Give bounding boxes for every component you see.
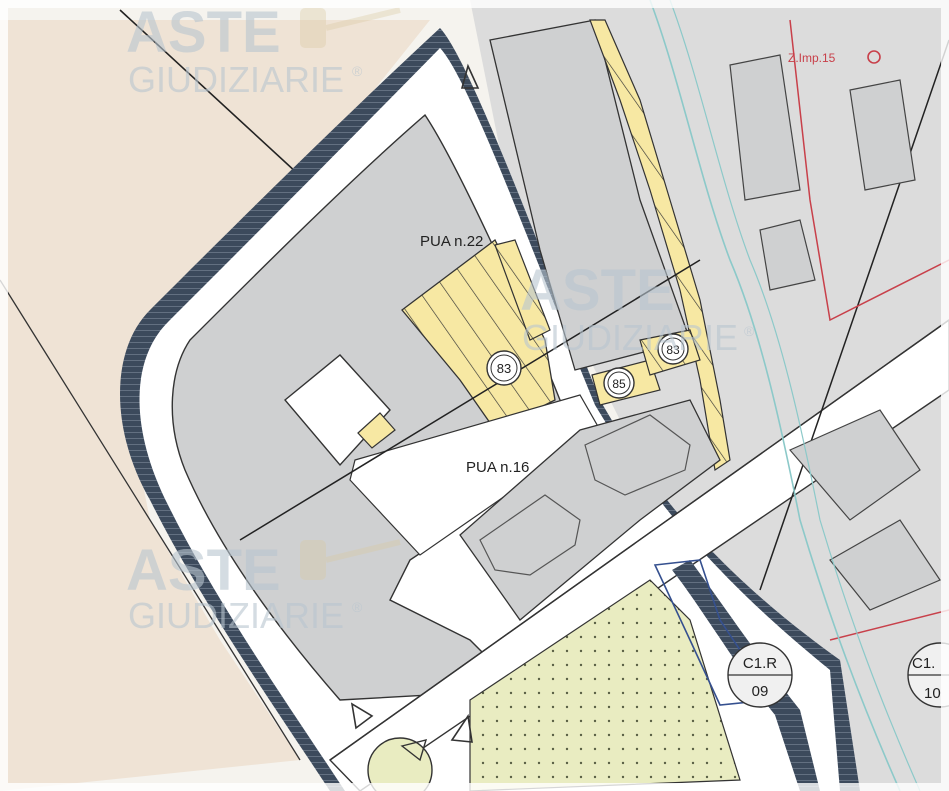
zone-badge-c1-09: C1.R 09 bbox=[727, 642, 793, 708]
svg-text:ASTE: ASTE bbox=[520, 258, 675, 323]
svg-text:®: ® bbox=[744, 323, 755, 339]
svg-text:C1.: C1. bbox=[912, 655, 935, 672]
svg-text:®: ® bbox=[352, 63, 363, 79]
direction-arrow bbox=[400, 739, 428, 762]
building-east bbox=[729, 54, 801, 201]
watermark-bottom: ASTE GIUDIZIARIE ® bbox=[126, 538, 363, 636]
svg-text:®: ® bbox=[352, 599, 363, 615]
svg-text:ASTE: ASTE bbox=[126, 538, 281, 603]
svg-text:10: 10 bbox=[924, 685, 941, 702]
svg-text:GIUDIZIARIE: GIUDIZIARIE bbox=[128, 595, 344, 636]
svg-text:ASTE: ASTE bbox=[126, 0, 281, 65]
label-pua-16: PUA n.16 bbox=[466, 459, 529, 476]
road-edge bbox=[329, 319, 949, 761]
stream bbox=[649, 0, 901, 791]
green-dotted-zone bbox=[469, 579, 741, 791]
svg-text:83: 83 bbox=[497, 361, 511, 376]
zone-badge-c1-10: C1. 10 bbox=[907, 642, 949, 708]
agricultural-boundary-line bbox=[119, 9, 311, 186]
z-imp-15-marker bbox=[867, 50, 881, 64]
building-outline bbox=[479, 494, 581, 576]
red-boundary bbox=[789, 19, 949, 641]
roundabout bbox=[367, 737, 433, 791]
watermark-top: ASTE GIUDIZIARIE ® bbox=[126, 0, 363, 100]
cadastral-line bbox=[239, 259, 701, 541]
agricultural-area bbox=[0, 20, 430, 791]
agricultural-boundary-line bbox=[0, 279, 301, 761]
pua-22-strip bbox=[494, 239, 551, 341]
watermark-gavel-icon bbox=[300, 7, 401, 48]
watermark-gavel-icon bbox=[300, 539, 401, 580]
cadastral-line bbox=[759, 39, 949, 591]
parcel-badge-83-east: 83 bbox=[657, 333, 689, 365]
svg-text:85: 85 bbox=[612, 377, 626, 391]
watermark-middle: ASTE GIUDIZIARIE ® bbox=[520, 258, 755, 358]
svg-text:C1.R: C1.R bbox=[743, 655, 777, 672]
label-pua-22: PUA n.22 bbox=[420, 233, 483, 250]
yellow-small-zone bbox=[357, 412, 396, 449]
svg-text:83: 83 bbox=[666, 343, 680, 357]
parcel-badge-83: 83 bbox=[486, 350, 522, 386]
parcel-badge-85: 85 bbox=[603, 367, 635, 399]
direction-arrow bbox=[460, 63, 480, 89]
svg-text:09: 09 bbox=[752, 683, 769, 700]
building-east bbox=[789, 409, 921, 521]
building-east bbox=[849, 79, 916, 191]
svg-text:GIUDIZIARIE: GIUDIZIARIE bbox=[522, 317, 738, 358]
label-z-imp-15: Z.Imp.15 bbox=[788, 51, 836, 65]
building-outline bbox=[584, 414, 691, 496]
building-east bbox=[829, 519, 941, 611]
stream bbox=[669, 0, 921, 791]
svg-text:GIUDIZIARIE: GIUDIZIARIE bbox=[128, 59, 344, 100]
direction-arrow bbox=[350, 702, 374, 730]
building-east bbox=[759, 219, 816, 291]
block-south-east bbox=[459, 399, 721, 621]
direction-arrow bbox=[450, 713, 473, 743]
